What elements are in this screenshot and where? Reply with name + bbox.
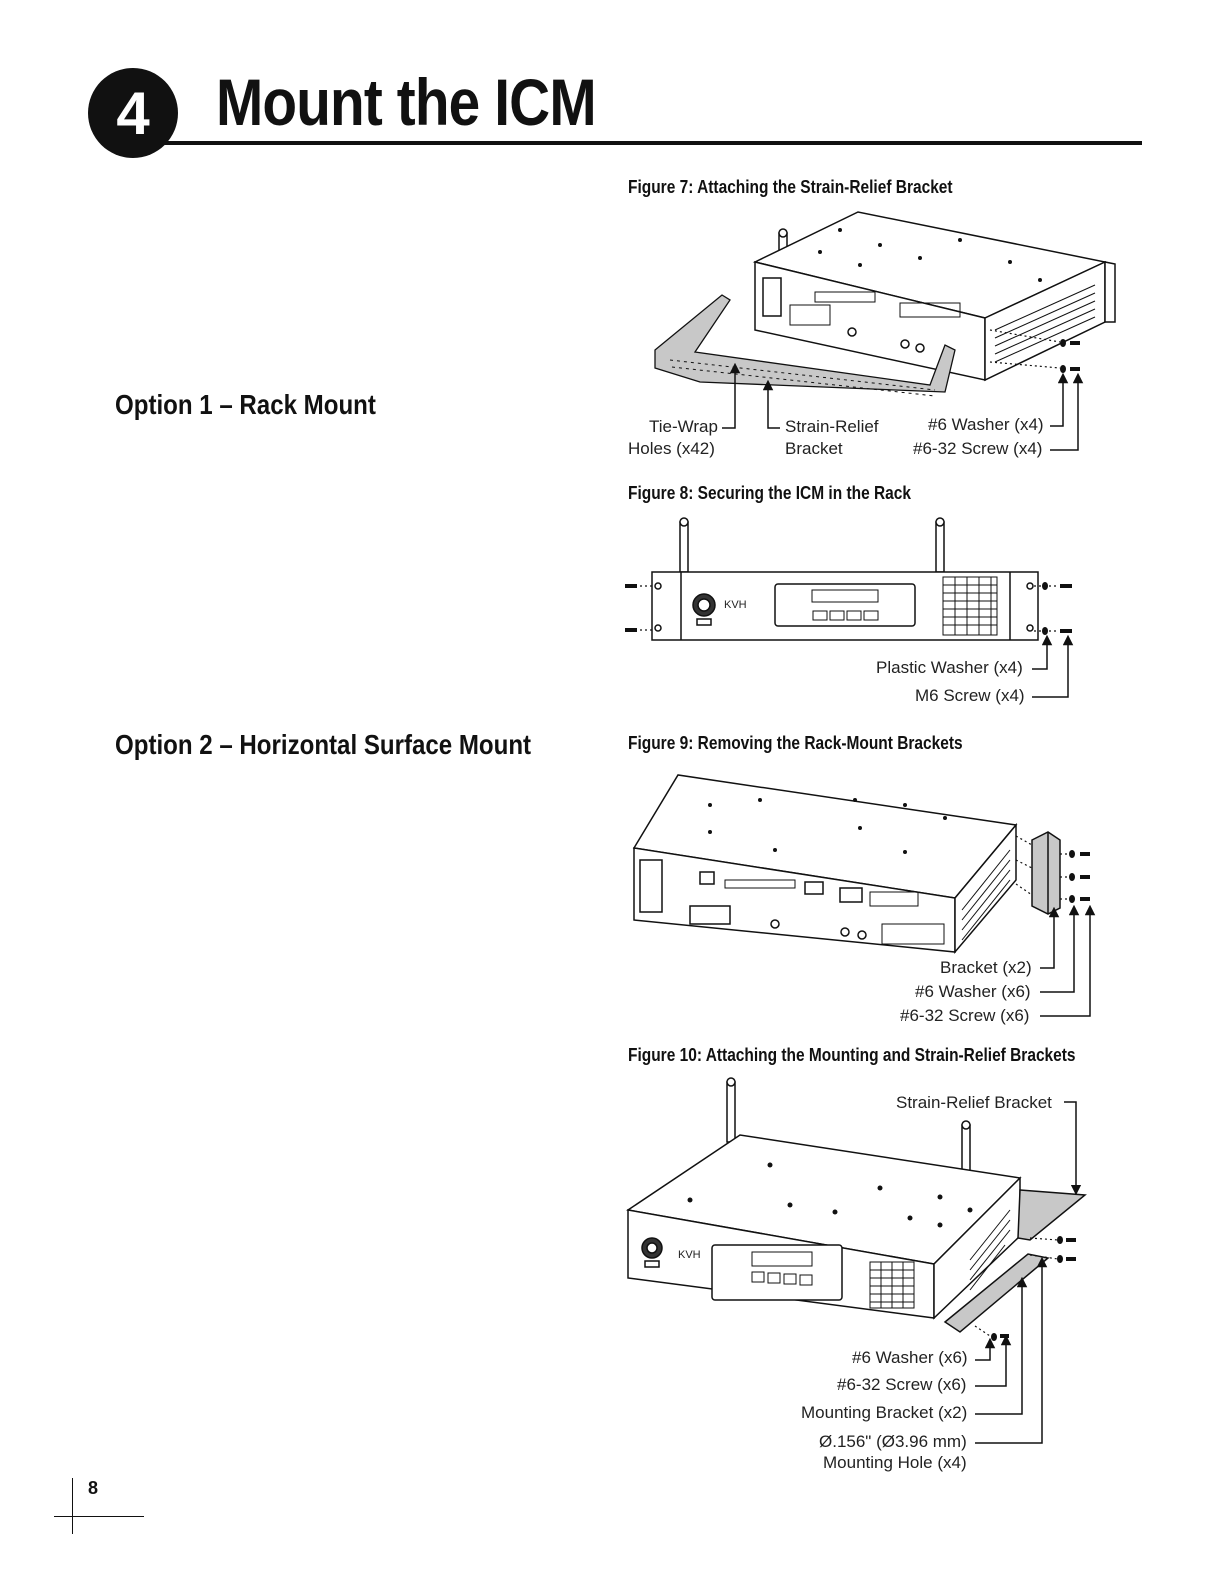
label-strain-relief: Strain-Relief xyxy=(785,417,879,436)
crop-mark-vertical xyxy=(72,1478,73,1534)
title-rule xyxy=(130,141,1142,145)
figure-8-labels: Plastic Washer (x4) M6 Screw (x4) xyxy=(876,658,1025,705)
figure-9-caption: Figure 9: Removing the Rack-Mount Bracke… xyxy=(628,733,963,753)
figure-9-labels: Bracket (x2) #6 Washer (x6) #6-32 Screw … xyxy=(900,958,1032,1025)
label-washer-x6: #6 Washer (x6) xyxy=(915,982,1031,1001)
figure-8-illustration xyxy=(625,517,1074,698)
page-title: Mount the ICM xyxy=(216,65,597,139)
figure-10-labels: Strain-Relief Bracket #6 Washer (x6) #6-… xyxy=(801,1093,1052,1472)
crop-mark-horizontal xyxy=(54,1516,144,1517)
figure-8-caption: Figure 8: Securing the ICM in the Rack xyxy=(628,483,911,503)
label-screw-x4: #6-32 Screw (x4) xyxy=(913,439,1042,458)
page-number: 8 xyxy=(88,1478,99,1498)
label-strain-relief-bracket: Strain-Relief Bracket xyxy=(896,1093,1052,1112)
figure-10-illustration xyxy=(626,1077,1087,1444)
label-tie-wrap: Tie-Wrap xyxy=(649,417,718,436)
label-m6-screw: M6 Screw (x4) xyxy=(915,686,1025,705)
figure-7-illustration xyxy=(654,211,1116,451)
label-hole-diameter: Ø.156" (Ø3.96 mm) xyxy=(819,1432,967,1451)
figure-7-labels: Tie-Wrap Holes (x42) Strain-Relief Brack… xyxy=(628,415,1044,458)
figure-9-illustration xyxy=(632,774,1096,1017)
figure-10-caption: Figure 10: Attaching the Mounting and St… xyxy=(628,1045,1076,1065)
option-1-heading: Option 1 – Rack Mount xyxy=(115,389,376,420)
figure-8-logo: KVH xyxy=(724,599,747,611)
label-bracket: Bracket xyxy=(785,439,843,458)
label-bracket-x2: Bracket (x2) xyxy=(940,958,1032,977)
label-screw-x6: #6-32 Screw (x6) xyxy=(900,1006,1029,1025)
figure-10-logo: KVH xyxy=(678,1249,701,1261)
label-tie-wrap-holes: Holes (x42) xyxy=(628,439,715,458)
label-washer-x6-fig10: #6 Washer (x6) xyxy=(852,1348,968,1367)
label-mounting-bracket: Mounting Bracket (x2) xyxy=(801,1403,967,1422)
label-plastic-washer: Plastic Washer (x4) xyxy=(876,658,1023,677)
figure-7-caption: Figure 7: Attaching the Strain-Relief Br… xyxy=(628,177,953,197)
label-screw-x6-fig10: #6-32 Screw (x6) xyxy=(837,1375,966,1394)
label-mounting-hole: Mounting Hole (x4) xyxy=(823,1453,967,1472)
option-2-heading: Option 2 – Horizontal Surface Mount xyxy=(115,729,532,760)
label-washer-x4: #6 Washer (x4) xyxy=(928,415,1044,434)
